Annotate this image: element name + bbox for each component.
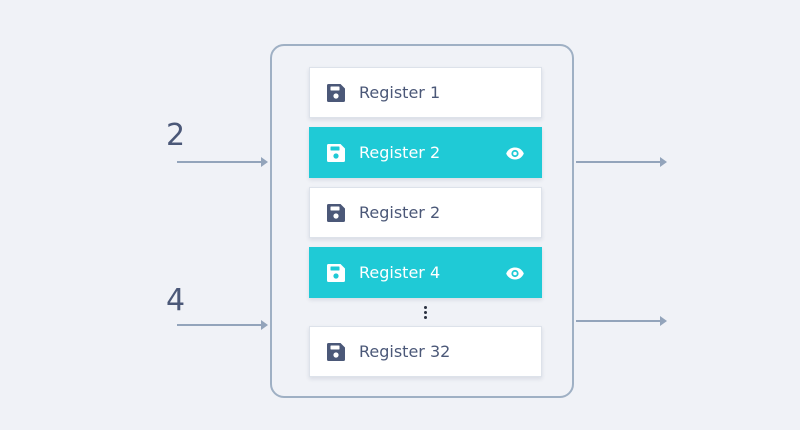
eye-icon[interactable]	[506, 147, 524, 160]
register-row[interactable]: Register 1	[309, 67, 542, 118]
eye-icon[interactable]	[506, 267, 524, 280]
register-label: Register 2	[359, 203, 441, 222]
save-icon	[327, 143, 345, 162]
register-label: Register 2	[359, 143, 441, 162]
vertical-ellipsis-icon	[424, 306, 428, 320]
register-label: Register 1	[359, 83, 441, 102]
register-label: Register 4	[359, 263, 441, 282]
register-file	[270, 44, 574, 398]
save-icon	[327, 83, 345, 102]
input-number-1: 2	[166, 118, 186, 153]
input-arrow-2	[177, 320, 268, 330]
save-icon	[327, 203, 345, 222]
save-icon	[327, 342, 345, 361]
register-row[interactable]: Register 32	[309, 326, 542, 377]
register-row-active[interactable]: Register 4	[309, 247, 542, 298]
register-row[interactable]: Register 2	[309, 187, 542, 238]
input-number-2: 4	[166, 283, 186, 318]
output-arrow-2	[576, 316, 667, 326]
register-label: Register 32	[359, 342, 451, 361]
register-row-active[interactable]: Register 2	[309, 127, 542, 178]
output-arrow-1	[576, 157, 667, 167]
save-icon	[327, 263, 345, 282]
input-arrow-1	[177, 157, 268, 167]
